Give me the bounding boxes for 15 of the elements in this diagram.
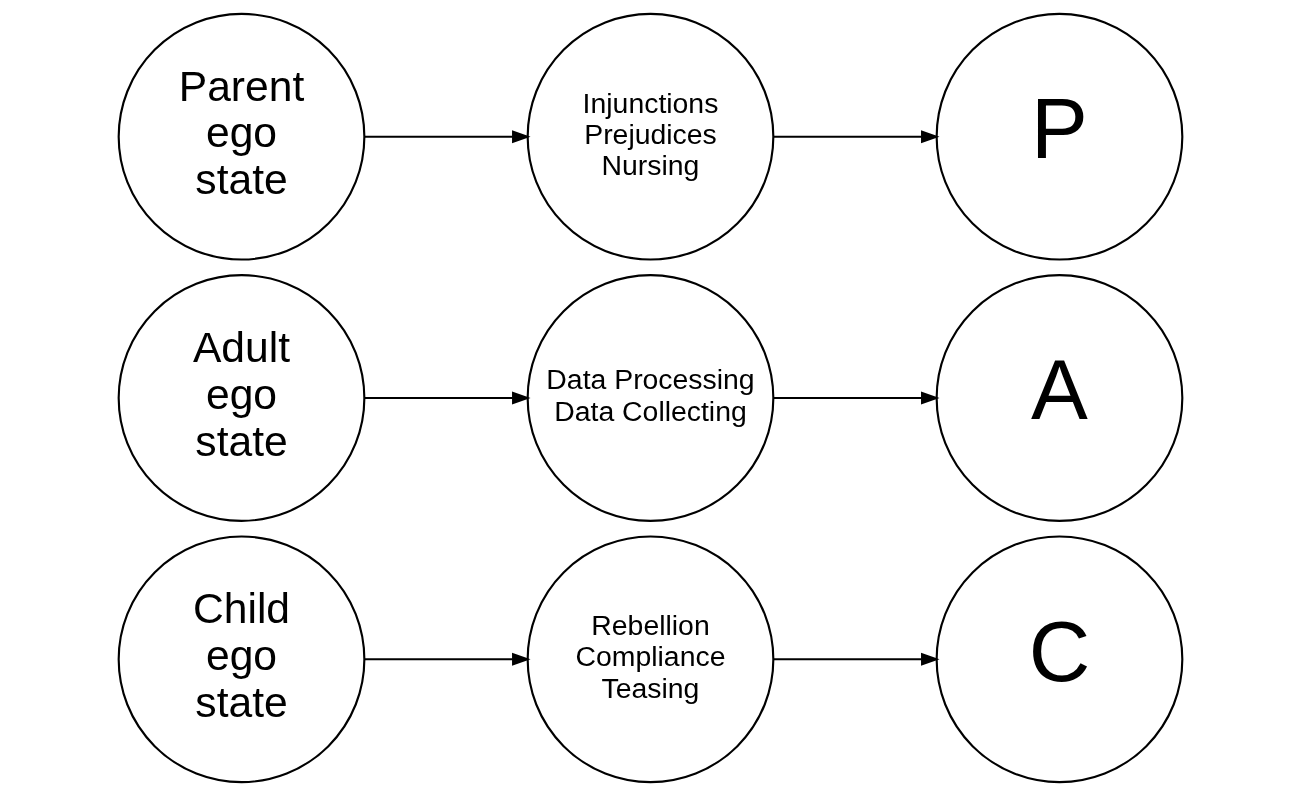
node-circle: P [935,12,1183,261]
node-circle: Child ego state [117,535,365,784]
node-circle: Parent ego state [117,12,365,261]
node-circle: A [935,274,1183,522]
arrow [773,130,939,144]
arrow [364,130,531,144]
node-circle: Injunctions Prejudices Nursing [526,12,774,261]
node-circle: Adult ego state [117,274,365,522]
arrow [364,652,531,666]
node-circle: Rebellion Compliance Teasing [526,535,774,784]
arrow [773,652,939,666]
arrow [773,391,939,405]
arrow [364,391,531,405]
node-circle: C [935,535,1183,784]
node-circle: Data Processing Data Collecting [526,274,774,522]
